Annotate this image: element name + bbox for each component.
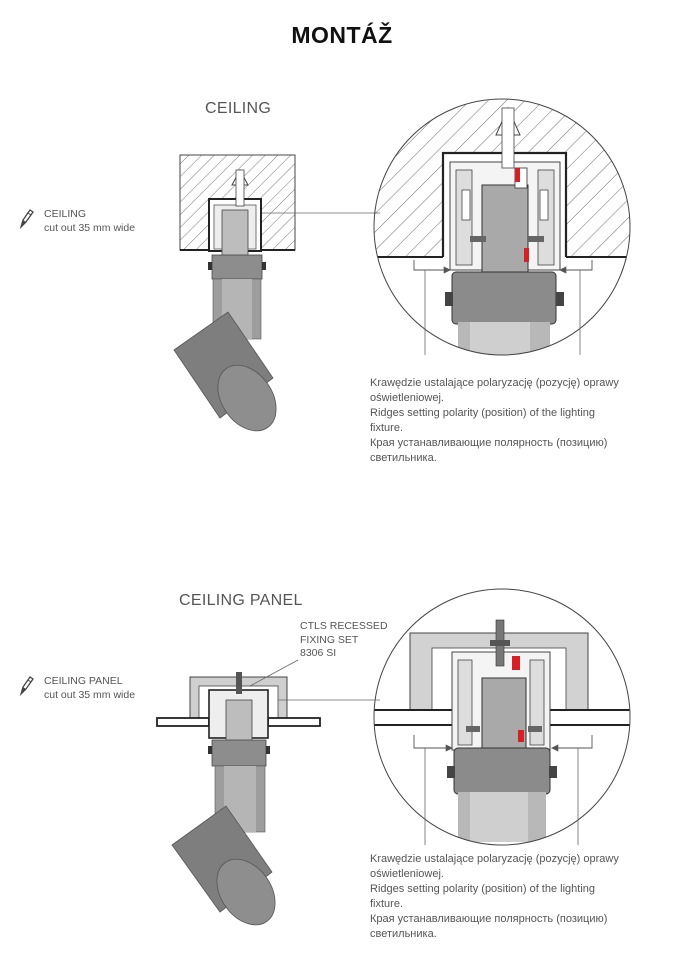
- note-line: Края устанавливающие полярность (позицию…: [370, 437, 608, 449]
- ceiling-detail-zoom: [373, 98, 631, 356]
- note-line: светильника.: [370, 928, 437, 940]
- note-line: Ridges setting polarity (position) of th…: [370, 407, 596, 419]
- section-heading-ceiling: CEILING: [205, 100, 272, 117]
- side-label-title: CEILING: [44, 208, 87, 220]
- callout-line: FIXING SET: [300, 633, 359, 646]
- fixing-set-callout: CTLS RECESSED FIXING SET 8306 SI: [300, 620, 388, 661]
- note-line: fixture.: [370, 422, 404, 434]
- callout-line: 8306 SI: [300, 647, 337, 659]
- polarity-note-ceiling: Krawędzie ustalające polaryzację (pozycj…: [370, 376, 660, 466]
- side-label-sub: cut out 35 mm wide: [44, 689, 136, 701]
- page-title: MONTÁŽ: [291, 22, 393, 48]
- callout-line: CTLS RECESSED: [300, 620, 388, 632]
- polarity-note-ceiling-panel: Krawędzie ustalające polaryzację (pozycj…: [370, 852, 660, 942]
- section-heading-ceiling-panel: CEILING PANEL: [179, 592, 303, 609]
- side-label-ceiling-panel: CEILING PANEL cut out 35 mm wide: [19, 674, 136, 702]
- side-label-ceiling: CEILING cut out 35 mm wide: [19, 207, 136, 235]
- note-line: Ridges setting polarity (position) of th…: [370, 883, 596, 895]
- note-line: Krawędzie ustalające polaryzację (pozycj…: [370, 853, 619, 865]
- side-label-title: CEILING PANEL: [44, 675, 123, 687]
- note-line: светильника.: [370, 452, 437, 464]
- side-label-sub: cut out 35 mm wide: [44, 222, 136, 234]
- pencil-icon: [19, 676, 34, 696]
- ceiling-panel-detail-zoom: [373, 588, 631, 846]
- note-line: fixture.: [370, 898, 404, 910]
- ceiling-panel-fixture-small: [156, 672, 321, 926]
- note-line: oświetleniowej.: [370, 868, 444, 880]
- note-line: Krawędzie ustalające polaryzację (pozycj…: [370, 377, 619, 389]
- pencil-icon: [19, 209, 34, 229]
- note-line: oświetleniowej.: [370, 392, 444, 404]
- note-line: Края устанавливающие полярность (позицию…: [370, 913, 608, 925]
- ceiling-fixture-small: [173, 154, 296, 432]
